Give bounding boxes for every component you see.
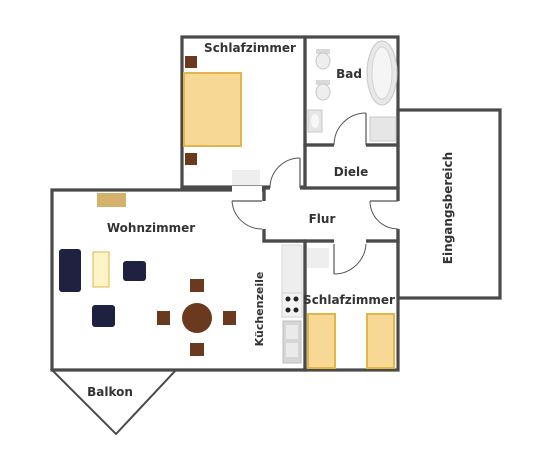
door-icon (369, 200, 399, 230)
wardrobe-icon (232, 170, 260, 185)
stove-icon (281, 292, 303, 318)
door-icon (333, 112, 367, 146)
room-labels: Schlafzimmer Bad Diele Flur Eingangsbere… (87, 41, 455, 399)
label-flur: Flur (309, 212, 336, 226)
label-schlafzimmer-bottom: Schlafzimmer (303, 293, 395, 307)
nightstand-icon (185, 56, 197, 68)
toilet-icon (315, 49, 331, 70)
armchair-icon (92, 305, 115, 327)
schlafzimmer-bottom-furniture (307, 248, 395, 369)
sink-icon (282, 320, 302, 364)
door-openings (232, 141, 401, 244)
chair-icon (190, 279, 204, 292)
bad-fixtures (307, 40, 398, 142)
door-icon (231, 200, 263, 230)
door-icon (269, 157, 301, 189)
nightstand-icon (185, 153, 197, 165)
door-icon (333, 243, 367, 275)
sofa-icon (59, 249, 81, 292)
label-diele: Diele (334, 165, 368, 179)
wohnzimmer-furniture (59, 193, 236, 356)
wall-balkon (49, 369, 179, 436)
toilet-icon (315, 80, 331, 101)
walls (49, 35, 502, 436)
wardrobe-icon (307, 248, 329, 268)
doors (231, 112, 399, 275)
label-balkon: Balkon (87, 385, 133, 399)
chair-icon (223, 311, 236, 325)
bed-icon (183, 72, 242, 147)
kuechenzeile-fixtures (281, 244, 303, 364)
label-bad: Bad (336, 67, 362, 81)
bed-icon (307, 313, 336, 369)
shower-icon (369, 116, 397, 142)
chair-icon (157, 311, 170, 325)
armchair-icon (123, 261, 146, 281)
counter-icon (281, 244, 303, 294)
dining-table-icon (182, 303, 212, 333)
wall-wohnzimmer (50, 188, 307, 372)
coffee-table-icon (92, 251, 110, 288)
sink-icon (307, 109, 323, 133)
label-kuechenzeile: Küchenzeile (253, 272, 266, 347)
desk-icon (97, 193, 126, 207)
chair-icon (190, 343, 204, 356)
label-eingangsbereich: Eingangsbereich (441, 152, 455, 264)
bed-icon (366, 313, 395, 369)
label-wohnzimmer: Wohnzimmer (107, 221, 195, 235)
schlafzimmer-top-furniture (183, 56, 260, 185)
label-schlafzimmer-top: Schlafzimmer (204, 41, 296, 55)
